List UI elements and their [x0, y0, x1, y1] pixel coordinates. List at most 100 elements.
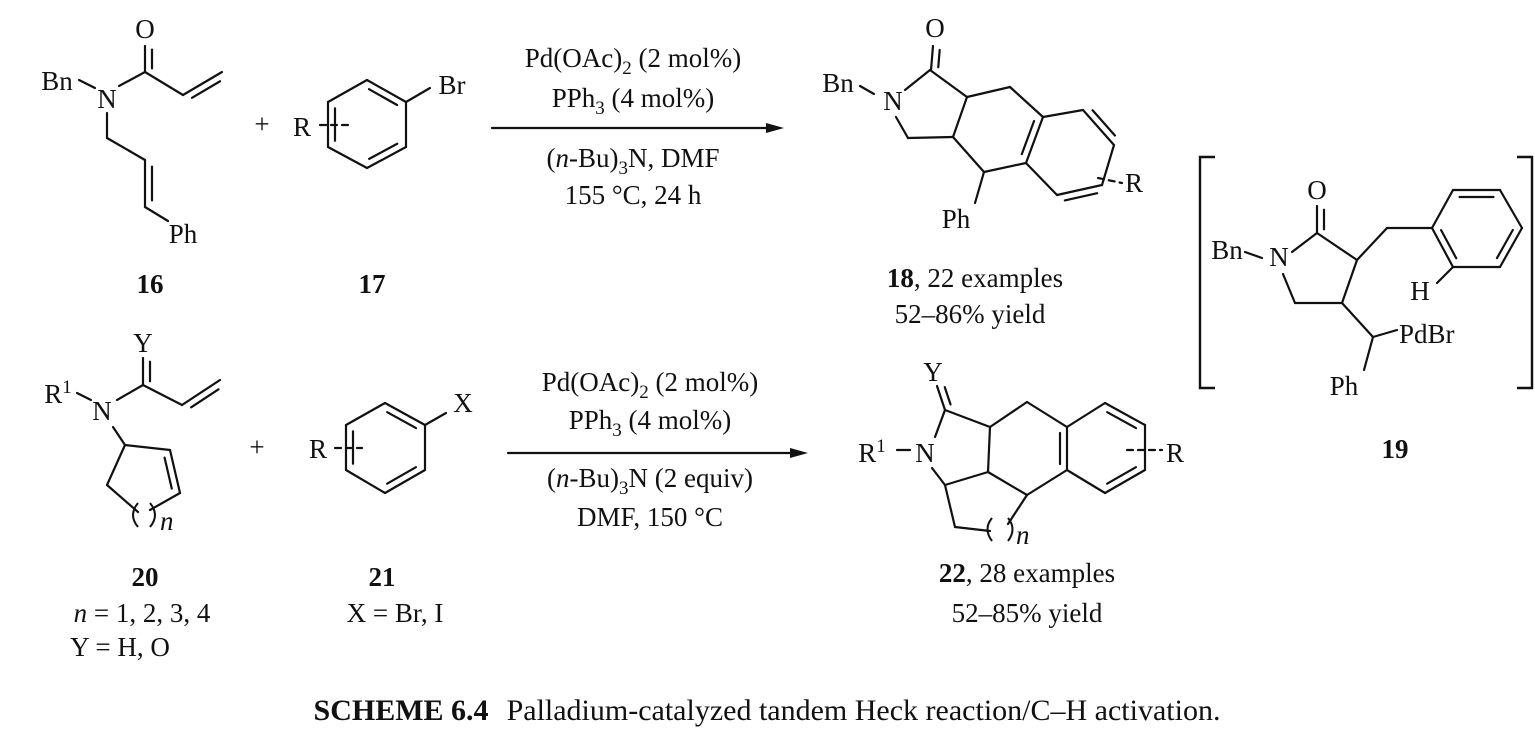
- bond-line: [1025, 400, 1069, 429]
- group-bn: Bn: [822, 68, 854, 98]
- left-bracket: [1198, 155, 1215, 390]
- atom-o: O: [1307, 175, 1327, 205]
- catalyst-text: Pd(OAc)2 (2 mol%): [525, 43, 741, 79]
- group-r: R: [293, 112, 311, 142]
- compound-label: 16: [137, 269, 164, 299]
- bond-line: [143, 205, 170, 223]
- double-bond-line: [1106, 466, 1138, 485]
- n-values: n = 1, 2, 3, 4: [74, 598, 211, 628]
- bond-line: [943, 483, 957, 529]
- double-bond-line: [168, 448, 182, 495]
- bond-line: [404, 86, 432, 104]
- bond-line: [1355, 226, 1389, 262]
- yield-text: 52–86% yield: [895, 299, 1046, 329]
- double-bond-line: [190, 80, 222, 99]
- bond-line: [951, 135, 986, 174]
- double-bond-line: [935, 384, 947, 412]
- atom-y: Y: [923, 357, 943, 387]
- bond-line: [1430, 188, 1455, 230]
- double-bond-line: [383, 401, 427, 427]
- compound-label: 21: [369, 562, 396, 592]
- bond-line: [77, 78, 97, 90]
- compound-label: 20: [132, 562, 159, 592]
- bond-line: [123, 443, 172, 452]
- atom-x: X: [453, 388, 473, 418]
- ligand-text: PPh3 (4 mol%): [569, 405, 732, 441]
- solvent-temperature-text: DMF, 150 °C: [577, 502, 723, 532]
- arrowhead-icon: [766, 123, 784, 133]
- bond-line: [1290, 231, 1319, 254]
- bond-line: [1006, 493, 1029, 526]
- bond-line: [105, 136, 147, 162]
- bond-line: [1065, 401, 1107, 429]
- bond-line: [1008, 85, 1045, 119]
- compound-16: O N Bn Ph 16: [41, 14, 198, 299]
- arrowhead-icon: [790, 448, 808, 458]
- reaction-2-conditions: Pd(OAc)2 (2 mol%) PPh3 (4 mol%) (n-Bu)3N…: [542, 367, 758, 532]
- compound-label: 17: [359, 269, 386, 299]
- double-bond-line: [1430, 226, 1455, 269]
- group-ph: Ph: [1330, 371, 1359, 401]
- atom-o: O: [135, 14, 155, 44]
- double-bond-line: [386, 466, 418, 485]
- right-bracket: [1517, 155, 1534, 390]
- bond-line: [115, 383, 145, 402]
- double-bond-line: [1063, 192, 1099, 202]
- double-bond-line: [929, 44, 935, 72]
- group-pdbr: PdBr: [1399, 319, 1455, 349]
- bond-line: [928, 68, 969, 99]
- bond-line: [1315, 231, 1359, 262]
- double-bond-line: [365, 78, 408, 104]
- y-values: Y = H, O: [70, 632, 170, 662]
- bond-line: [141, 383, 184, 407]
- bond-line: [1281, 272, 1297, 305]
- compound-17: Br R 17: [293, 70, 466, 299]
- bond-line: [344, 401, 387, 427]
- double-bond-line: [383, 468, 427, 495]
- bond-line: [344, 468, 387, 495]
- substituent-bond: [1096, 176, 1124, 185]
- bond-line: [111, 425, 127, 447]
- double-bond-line: [181, 70, 224, 97]
- group-bn: Bn: [1211, 235, 1243, 265]
- double-bond-line: [1103, 401, 1147, 427]
- double-bond-line: [163, 456, 173, 490]
- bond-line: [943, 408, 992, 429]
- double-bond-line: [386, 411, 418, 430]
- bond-line: [1340, 301, 1375, 339]
- bond-line: [1041, 108, 1085, 119]
- group-r: R: [309, 434, 327, 464]
- bond-line: [105, 483, 140, 514]
- group-r1: R1: [858, 436, 886, 468]
- compound-18: O N Bn Ph R 18, 22 examples 52–86% yield: [822, 13, 1143, 329]
- bond-line: [951, 95, 969, 139]
- compound-21: X R 21 X = Br, I: [309, 388, 473, 628]
- bond-line: [982, 161, 1028, 174]
- atom-y: Y: [133, 328, 153, 358]
- double-bond-line: [1106, 411, 1138, 430]
- plus-sign: +: [249, 432, 264, 462]
- parentheses: [132, 502, 156, 528]
- group-r1: R1: [44, 377, 72, 409]
- double-bond-line: [1024, 115, 1045, 165]
- yield-text: 52–85% yield: [952, 598, 1103, 628]
- bond-line: [858, 84, 876, 96]
- parentheses: [986, 517, 1014, 542]
- base-solvent-text: (n-Bu)3N, DMF: [546, 143, 719, 179]
- ring-size-n: n: [1016, 520, 1030, 550]
- bond-line: [117, 70, 147, 88]
- base-text: (n-Bu)3N (2 equiv): [547, 463, 753, 499]
- bond-line: [1371, 328, 1399, 339]
- bond-line: [943, 470, 990, 487]
- group-ph: Ph: [942, 204, 971, 234]
- compound-22: Y R1 N R n 22, 28 examples 52–85% yield: [858, 357, 1184, 628]
- group-bn: Bn: [41, 66, 73, 96]
- compound-label: 19: [1382, 434, 1409, 464]
- bond-line: [143, 70, 185, 97]
- double-bond-line: [368, 142, 399, 160]
- double-bond-line: [1055, 183, 1104, 197]
- double-bond-line: [1498, 226, 1524, 269]
